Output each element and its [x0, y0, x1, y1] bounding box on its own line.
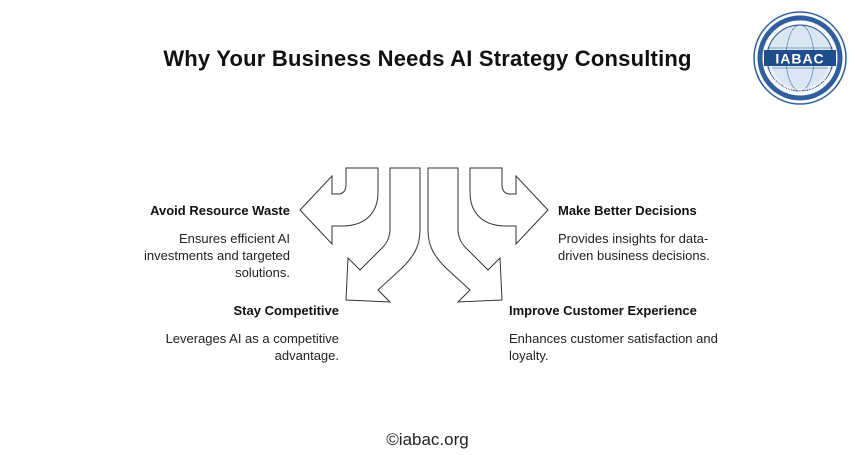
item-avoid-resource-waste: Avoid Resource Waste Ensures efficient A… [110, 203, 290, 281]
item-description: Provides insights for data-driven busine… [558, 231, 710, 263]
item-make-better-decisions: Make Better Decisions Provides insights … [558, 203, 728, 264]
item-title: Make Better Decisions [558, 203, 697, 218]
arrow-improve-customer-experience [427, 167, 503, 303]
arrow-stay-competitive [345, 167, 421, 303]
arrow-avoid-resource-waste [299, 167, 379, 246]
page-title: Why Your Business Needs AI Strategy Cons… [163, 46, 692, 71]
iabac-logo: INTERNATIONAL ASSOCIATION OF BUSINESS AN… [753, 11, 847, 105]
arrow-make-better-decisions [469, 167, 549, 246]
item-stay-competitive: Stay Competitive Leverages AI as a compe… [150, 303, 339, 364]
logo-banner [764, 50, 836, 66]
item-title: Stay Competitive [233, 303, 339, 318]
item-description: Enhances customer satisfaction and loyal… [509, 331, 718, 363]
logo-inner-ring [757, 15, 843, 101]
item-improve-customer-experience: Improve Customer Experience Enhances cus… [509, 303, 719, 364]
logo-text: IABAC [775, 51, 824, 67]
item-title: Avoid Resource Waste [150, 203, 290, 218]
item-description: Ensures efficient AI investments and tar… [144, 231, 290, 280]
item-description: Leverages AI as a competitive advantage. [165, 331, 339, 363]
footer-copyright: ©iabac.org [386, 430, 469, 449]
item-title: Improve Customer Experience [509, 303, 697, 318]
